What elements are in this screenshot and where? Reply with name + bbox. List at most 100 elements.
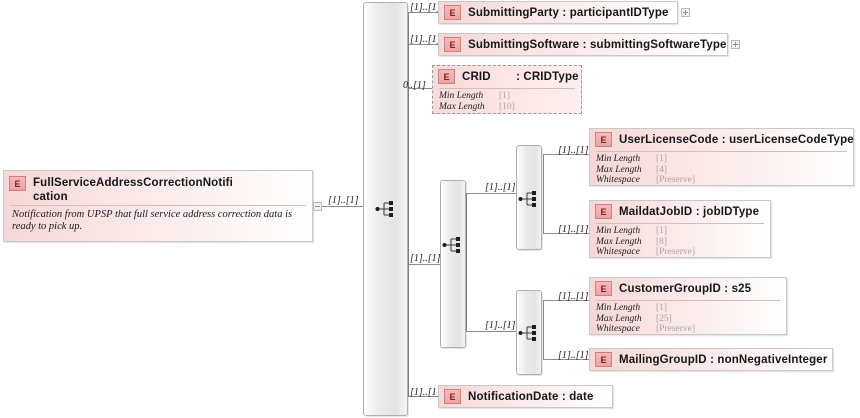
element-box-user-license-code[interactable]: E UserLicenseCode : userLicenseCodeType … <box>589 128 854 186</box>
facet-list: Min Length [1] Max Length [25] Whitespac… <box>590 301 786 338</box>
cardinality-inner-sequence: [1]..[1] <box>410 253 441 264</box>
element-header: E CRID : CRIDType <box>433 66 581 87</box>
element-box-maildat-job-id[interactable]: E MaildatJobID : jobIDType Min Length [1… <box>589 200 771 258</box>
facet-row: Whitespace [Preserve] <box>596 324 786 335</box>
plus-icon[interactable] <box>681 8 690 17</box>
sequence-compositor-root[interactable] <box>363 2 408 416</box>
cardinality-crid: 0..[1] <box>403 80 426 91</box>
facet-row: Min Length [1] <box>439 91 581 102</box>
facet-value: [10] <box>499 101 515 112</box>
facet-label: Min Length <box>439 91 484 101</box>
facet-label: Max Length <box>596 164 642 175</box>
element-type-icon: E <box>444 389 461 404</box>
facet-value: [Preserve] <box>656 247 696 257</box>
sequence-compositor-upper[interactable] <box>516 145 542 250</box>
connector-to-submitting-software <box>408 44 438 45</box>
connector-upper-sequence-spine <box>543 154 544 233</box>
element-box-notification-date[interactable]: E NotificationDate : date <box>438 385 613 408</box>
facet-row: Min Length [1] <box>596 154 853 165</box>
connector-lower-sequence-spine <box>543 300 544 359</box>
cardinality-submitting-software: [1]..[1] <box>410 34 441 45</box>
facet-row: Max Length [25] <box>596 314 786 325</box>
connector-to-customer-group-id <box>543 300 589 301</box>
connector-to-upper-sequence <box>466 193 516 194</box>
facet-list: Min Length [1] Max Length [4] Whitespace… <box>590 152 853 189</box>
facet-list: Min Length [1] Max Length [10] <box>433 89 581 115</box>
plus-icon[interactable] <box>731 40 740 49</box>
divider <box>596 151 847 152</box>
sequence-compositor-icon <box>518 325 536 341</box>
facet-value: [1] <box>499 91 511 101</box>
cardinality-maildat-job-id: [1]..[1] <box>558 224 589 235</box>
connector-root-sequence-spine <box>408 12 409 396</box>
cardinality-mailing-group-id: [1]..[1] <box>558 350 589 361</box>
facet-label: Max Length <box>596 313 642 324</box>
cardinality-upper-sequence: [1]..[1] <box>485 182 516 193</box>
facet-row: Min Length [1] <box>596 303 786 314</box>
facet-label: Min Length <box>596 226 641 236</box>
element-name: NotificationDate : date <box>468 390 594 403</box>
element-type-icon: E <box>595 204 612 219</box>
element-box-mailing-group-id[interactable]: E MailingGroupID : nonNegativeInteger <box>589 348 833 371</box>
element-name: SubmittingParty : participantIDType <box>468 6 669 19</box>
divider <box>596 300 780 301</box>
cardinality-notification-date: [1]..[1] <box>410 387 441 398</box>
facet-value: [1] <box>656 226 668 236</box>
cardinality-root: [1]..[1] <box>328 195 359 206</box>
element-type-icon: E <box>438 69 455 84</box>
facet-label: Max Length <box>596 236 642 247</box>
connector-to-maildat-job-id <box>543 233 589 234</box>
facet-row: Whitespace [Preserve] <box>596 175 853 186</box>
divider <box>596 223 764 224</box>
element-header: E SubmittingSoftware : submittingSoftwar… <box>439 34 727 55</box>
element-box-crid[interactable]: E CRID : CRIDType Min Length [1] Max Len… <box>432 65 582 114</box>
element-type-icon: E <box>595 352 612 367</box>
minus-icon[interactable] <box>313 202 322 211</box>
element-header: E MailingGroupID : nonNegativeInteger <box>590 349 832 370</box>
sequence-compositor-icon <box>518 191 536 207</box>
facet-value: [8] <box>656 236 668 247</box>
sequence-compositor-lower[interactable] <box>516 290 542 375</box>
element-box-submitting-software[interactable]: E SubmittingSoftware : submittingSoftwar… <box>438 33 728 56</box>
element-name: MailingGroupID : nonNegativeInteger <box>619 353 828 366</box>
element-name: CustomerGroupID : s25 <box>619 282 752 295</box>
sequence-compositor-icon <box>442 237 460 253</box>
facet-row: Max Length [8] <box>596 237 770 248</box>
element-type-icon: E <box>595 132 612 147</box>
facet-row: Whitespace [Preserve] <box>596 247 770 258</box>
element-type-icon: E <box>444 37 461 52</box>
facet-value: [Preserve] <box>656 175 696 185</box>
facet-label: Min Length <box>596 154 641 164</box>
facet-value: [Preserve] <box>656 324 696 334</box>
sequence-compositor-icon <box>375 201 393 217</box>
facet-value: [25] <box>656 313 672 324</box>
connector-root-to-sequence <box>313 206 363 207</box>
connector-to-notification-date <box>408 396 438 397</box>
element-box-customer-group-id[interactable]: E CustomerGroupID : s25 Min Length [1] M… <box>589 277 787 335</box>
connector-to-submitting-party <box>408 12 438 13</box>
sequence-compositor-inner[interactable] <box>440 180 466 348</box>
facet-row: Min Length [1] <box>596 226 770 237</box>
element-box-submitting-party[interactable]: E SubmittingParty : participantIDType <box>438 1 678 24</box>
facet-row: Max Length [10] <box>439 102 581 113</box>
cardinality-submitting-party: [1]..[1] <box>410 2 441 13</box>
connector-to-inner-sequence <box>408 264 440 265</box>
facet-row: Max Length [4] <box>596 165 853 176</box>
connector-to-user-license-code <box>543 154 589 155</box>
cardinality-customer-group-id: [1]..[1] <box>558 291 589 302</box>
element-header: E NotificationDate : date <box>439 386 612 407</box>
connector-to-lower-sequence <box>466 331 516 332</box>
facet-value: [1] <box>656 154 668 164</box>
facet-value: [1] <box>656 303 668 313</box>
facet-label: Max Length <box>439 101 485 112</box>
facet-label: Min Length <box>596 303 641 313</box>
element-name: UserLicenseCode : userLicenseCodeType <box>619 133 854 146</box>
element-description: Notification from UPSP that full service… <box>12 209 293 232</box>
facet-list: Min Length [1] Max Length [8] Whitespace… <box>590 224 770 261</box>
facet-label: Whitespace <box>596 247 640 257</box>
element-type-icon: E <box>595 281 612 296</box>
element-header: E MaildatJobID : jobIDType <box>590 201 770 222</box>
